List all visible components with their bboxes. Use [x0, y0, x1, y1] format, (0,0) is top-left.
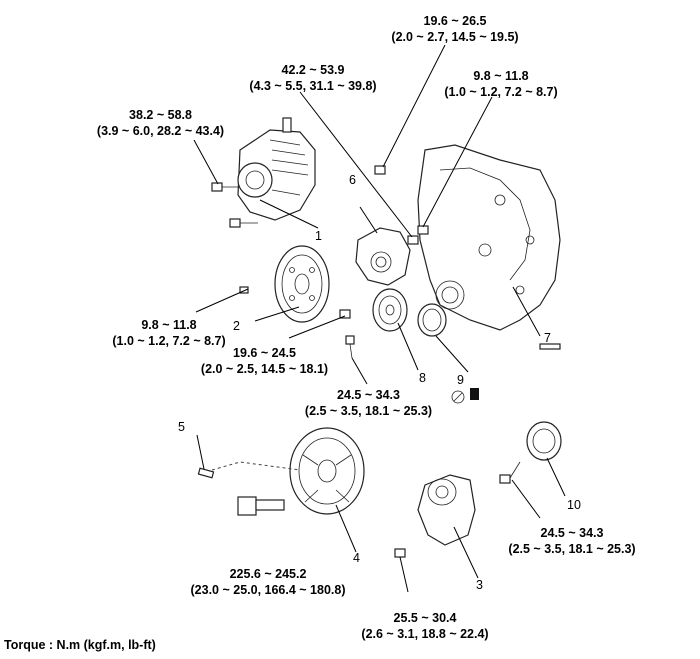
bolt-pump-1 [407, 235, 419, 245]
do-not-reuse-icon [451, 388, 479, 404]
torque-conversion: (2.6 ~ 3.1, 18.8 ~ 22.4) [361, 627, 489, 641]
bolt-pump-2 [417, 225, 429, 235]
torque-range: 19.6 ~ 26.5 [423, 14, 487, 28]
idler-10-bolt [499, 474, 511, 484]
idler-bolt-shank [349, 343, 353, 359]
tensioner-bolt [394, 548, 406, 558]
torque-range: 42.2 ~ 53.9 [281, 63, 345, 77]
torque-label-idler-10-bolt: 24.5 ~ 34.3 (2.5 ~ 3.5, 18.1 ~ 25.3) [502, 525, 642, 557]
part-number-8: 8 [419, 371, 426, 385]
woodruff-key [197, 461, 301, 479]
torque-label-water-pump-bolt-a: 42.2 ~ 53.9 (4.3 ~ 5.5, 31.1 ~ 39.8) [248, 62, 378, 94]
torque-label-idler-bolt: 24.5 ~ 34.3 (2.5 ~ 3.5, 18.1 ~ 25.3) [301, 387, 436, 419]
torque-range: 38.2 ~ 58.8 [129, 108, 192, 122]
torque-range: 24.5 ~ 34.3 [540, 526, 604, 540]
part-number-6: 6 [349, 173, 356, 187]
pulley-bolt [239, 286, 249, 294]
water-pump [355, 227, 411, 286]
torque-label-crankshaft-bolt: 225.6 ~ 245.2 (23.0 ~ 25.0, 166.4 ~ 180.… [183, 566, 353, 598]
leader-lines [193, 44, 566, 593]
torque-label-water-pump-bolt-b: 9.8 ~ 11.8 (1.0 ~ 1.2, 7.2 ~ 8.7) [440, 68, 562, 100]
auto-tensioner [417, 474, 476, 546]
water-pump-pulley [274, 245, 330, 323]
torque-conversion: (2.0 ~ 2.7, 14.5 ~ 19.5) [391, 30, 519, 44]
part-number-7: 7 [544, 331, 551, 345]
idler-10-bolt-shank [509, 461, 521, 479]
timing-chain-cover [417, 144, 561, 331]
crankshaft-bolt [237, 496, 285, 516]
torque-range: 24.5 ~ 34.3 [337, 388, 400, 402]
torque-range: 9.8 ~ 11.8 [141, 318, 197, 332]
torque-label-pulley-bolt: 9.8 ~ 11.8 (1.0 ~ 1.2, 7.2 ~ 8.7) [108, 317, 230, 349]
torque-range: 19.6 ~ 24.5 [233, 346, 296, 360]
torque-range: 9.8 ~ 11.8 [473, 69, 529, 83]
torque-label-alternator-bolt: 38.2 ~ 58.8 (3.9 ~ 6.0, 28.2 ~ 43.4) [93, 107, 228, 139]
bolt-pump-3 [339, 309, 351, 319]
torque-conversion: (23.0 ~ 25.0, 166.4 ~ 180.8) [190, 583, 346, 597]
alternator-bolts [211, 182, 258, 228]
part-number-1: 1 [315, 229, 322, 243]
torque-conversion: (1.0 ~ 1.2, 7.2 ~ 8.7) [112, 334, 226, 348]
torque-conversion: (2.5 ~ 3.5, 18.1 ~ 25.3) [304, 404, 433, 418]
torque-conversion: (1.0 ~ 1.2, 7.2 ~ 8.7) [444, 85, 558, 99]
cover-bolt [539, 343, 561, 350]
torque-label-top-bolt: 19.6 ~ 26.5 (2.0 ~ 2.7, 14.5 ~ 19.5) [390, 13, 520, 45]
torque-label-tensioner-bolt: 25.5 ~ 30.4 (2.6 ~ 3.1, 18.8 ~ 22.4) [355, 610, 495, 642]
torque-range: 225.6 ~ 245.2 [229, 567, 307, 581]
idler-pulley [372, 288, 408, 332]
part-number-2: 2 [233, 319, 240, 333]
part-number-10: 10 [567, 498, 581, 512]
part-number-3: 3 [476, 578, 483, 592]
torque-conversion: (4.3 ~ 5.5, 31.1 ~ 39.8) [249, 79, 377, 93]
crankshaft-pulley [289, 427, 365, 515]
torque-range: 25.5 ~ 30.4 [393, 611, 457, 625]
oil-seal [417, 303, 447, 337]
idler-bolt [345, 335, 355, 345]
torque-conversion: (2.5 ~ 3.5, 18.1 ~ 25.3) [508, 542, 636, 556]
torque-units-caption: Torque : N.m (kgf.m, lb-ft) [4, 638, 156, 652]
torque-label-pump-bolt-c: 19.6 ~ 24.5 (2.0 ~ 2.5, 14.5 ~ 18.1) [197, 345, 332, 377]
part-number-9: 9 [457, 373, 464, 387]
part-number-4: 4 [353, 551, 360, 565]
torque-conversion: (3.9 ~ 6.0, 28.2 ~ 43.4) [96, 124, 225, 138]
part-number-5: 5 [178, 420, 185, 434]
torque-conversion: (2.0 ~ 2.5, 14.5 ~ 18.1) [200, 362, 329, 376]
alternator [237, 117, 316, 221]
bolt-top [374, 165, 386, 175]
idler-pulley-10 [526, 421, 562, 461]
